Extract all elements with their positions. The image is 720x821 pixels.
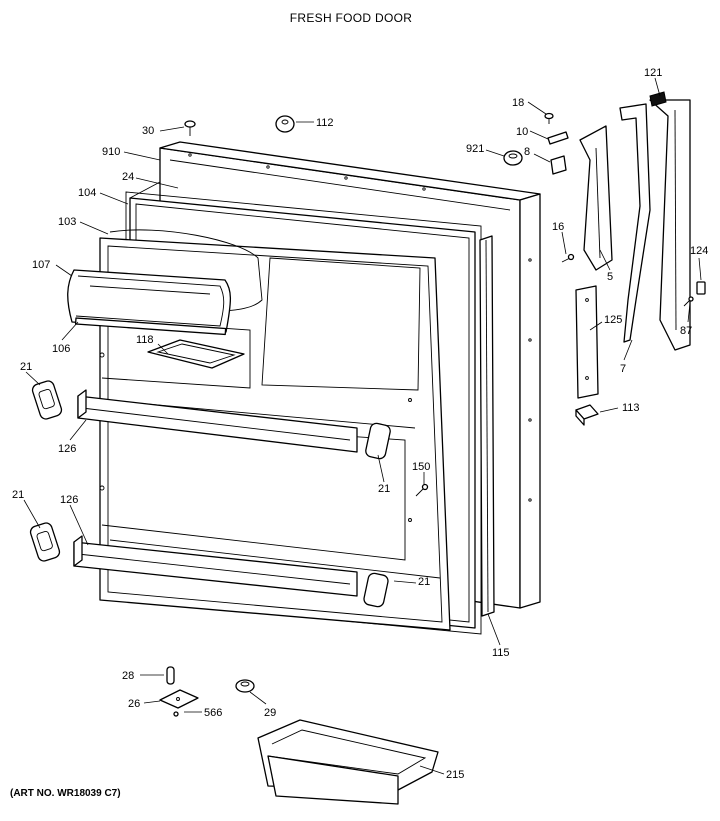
dairy-door-hinge-bar <box>74 317 227 336</box>
door-handle-121[interactable] <box>649 91 691 351</box>
hinge-bushing-8 <box>550 155 567 175</box>
shelf-end-cap-right-upper <box>365 422 391 460</box>
callout-566: 566 <box>204 707 222 719</box>
handle-arm-7 <box>619 103 651 343</box>
handle-screw-87 <box>683 296 694 307</box>
callout-125: 125 <box>604 314 622 326</box>
hinge-screw-18 <box>544 112 554 124</box>
callout-28: 28 <box>122 670 134 682</box>
door-hinge-bracket-5 <box>579 125 613 271</box>
handle-plug-113 <box>575 404 599 426</box>
callout-910: 910 <box>102 146 120 158</box>
callout-115: 115 <box>492 647 510 659</box>
door-trim-strip <box>479 235 495 617</box>
callout-118: 118 <box>136 334 154 346</box>
callout-121: 121 <box>644 67 662 79</box>
callout-921: 921 <box>466 143 484 155</box>
bracket-26 <box>159 689 199 709</box>
diagram-title: FRESH FOOD DOOR <box>290 11 413 25</box>
bumper-29 <box>235 679 255 693</box>
door-bin-215[interactable] <box>257 719 439 805</box>
callout-126-lower: 126 <box>60 494 78 506</box>
dairy-tray <box>147 339 245 369</box>
shelf-end-cap-left-upper <box>31 380 63 420</box>
callout-103: 103 <box>58 216 76 228</box>
callout-107: 107 <box>32 259 50 271</box>
callout-215: 215 <box>446 769 464 781</box>
hinge-pin-10 <box>547 131 569 145</box>
callout-21-left-lower: 21 <box>12 489 24 501</box>
callout-21-right-upper: 21 <box>378 483 390 495</box>
handle-end-cap-124 <box>696 281 706 295</box>
callout-104: 104 <box>78 187 96 199</box>
callout-16: 16 <box>552 221 564 233</box>
callout-7: 7 <box>620 363 626 375</box>
liner-screw <box>415 483 429 497</box>
screw-30 <box>184 120 196 136</box>
callout-24: 24 <box>122 171 134 183</box>
callout-30: 30 <box>142 125 154 137</box>
callout-124: 124 <box>690 245 708 257</box>
callout-21-left-upper: 21 <box>20 361 32 373</box>
callout-87: 87 <box>680 325 692 337</box>
hinge-screw-16 <box>561 253 575 263</box>
plug-button-112 <box>275 115 295 133</box>
callout-29: 29 <box>264 707 276 719</box>
screw-566 <box>173 711 179 717</box>
shelf-end-cap-left-lower <box>29 522 61 562</box>
art-number: (ART NO. WR18039 C7) <box>10 788 121 799</box>
dairy-door[interactable] <box>67 269 232 333</box>
shelf-bar-lower <box>73 535 358 597</box>
callout-18: 18 <box>512 97 524 109</box>
callout-126-upper: 126 <box>58 443 76 455</box>
callout-8: 8 <box>524 146 530 158</box>
shelf-end-cap-right-lower <box>363 572 389 608</box>
callout-26: 26 <box>128 698 140 710</box>
callout-21-right-lower: 21 <box>418 576 430 588</box>
pin-28 <box>166 666 175 685</box>
handle-mount-125 <box>575 285 599 399</box>
callout-113: 113 <box>622 402 640 414</box>
callout-112: 112 <box>316 117 334 129</box>
hinge-cap-921 <box>503 150 523 166</box>
callout-150: 150 <box>412 461 430 473</box>
leader-lines <box>23 77 702 775</box>
callout-10: 10 <box>516 126 528 138</box>
callout-5: 5 <box>607 271 613 283</box>
shelf-bar-upper <box>77 389 358 453</box>
callout-labels: 30 112 910 24 104 103 107 106 118 21 126… <box>12 67 708 781</box>
callout-106: 106 <box>52 343 70 355</box>
